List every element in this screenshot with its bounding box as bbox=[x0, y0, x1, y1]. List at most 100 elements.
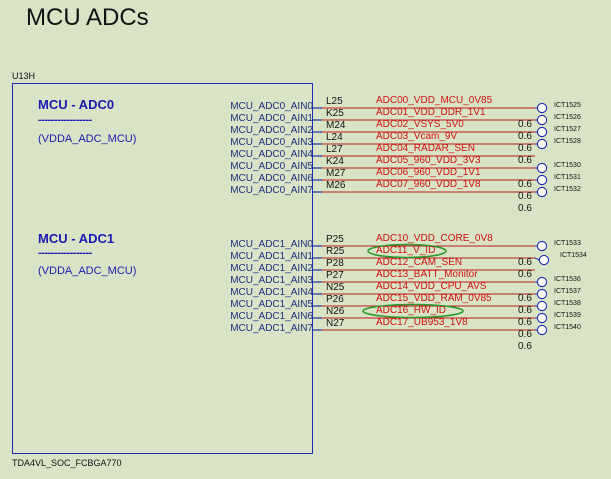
test-value: 0.6 bbox=[518, 341, 532, 352]
test-point-label: ICT1533 bbox=[554, 240, 581, 247]
pin-name: MCU_ADC1_AIN1 bbox=[230, 251, 313, 262]
test-value: 0.6 bbox=[518, 329, 532, 340]
pin-name: MCU_ADC0_AIN6 bbox=[230, 173, 313, 184]
highlight-ellipse bbox=[362, 303, 464, 319]
pin-name: MCU_ADC0_AIN2 bbox=[230, 125, 313, 136]
test-value: 0.6 bbox=[518, 131, 532, 142]
test-point-label: ICT1527 bbox=[554, 126, 581, 133]
group-heading-adc1: MCU - ADC1 bbox=[38, 231, 115, 246]
ball-number: L27 bbox=[326, 144, 343, 155]
test-point-label: ICT1537 bbox=[554, 288, 581, 295]
net-label: ADC13_BATT_Monitor bbox=[376, 269, 478, 280]
test-value: 0.6 bbox=[518, 179, 532, 190]
test-value: 0.6 bbox=[518, 293, 532, 304]
pin-name: MCU_ADC1_AIN5 bbox=[230, 299, 313, 310]
test-point-circle bbox=[536, 174, 548, 186]
test-value: 0.6 bbox=[518, 203, 532, 214]
net-label: ADC16_HW_ID bbox=[376, 305, 447, 316]
test-point-circle bbox=[536, 324, 548, 336]
page-title: MCU ADCs bbox=[26, 4, 149, 31]
net-label: ADC10_VDD_CORE_0V8 bbox=[376, 233, 493, 244]
ball-number: K25 bbox=[326, 108, 344, 119]
pin-name: MCU_ADC0_AIN4 bbox=[230, 149, 313, 160]
net-label: ADC05_960_VDD_3V3 bbox=[376, 155, 481, 166]
ball-number: K24 bbox=[326, 156, 344, 167]
test-value: 0.6 bbox=[518, 155, 532, 166]
ball-number: L25 bbox=[326, 96, 343, 107]
test-point-circle bbox=[538, 254, 550, 266]
test-point-label: ICT1540 bbox=[554, 324, 581, 331]
test-value: 0.6 bbox=[518, 269, 532, 280]
net-label: ADC02_VSYS_5V0 bbox=[376, 119, 464, 130]
test-point-label: ICT1530 bbox=[554, 162, 581, 169]
ball-number: M26 bbox=[326, 180, 346, 191]
pin-name: MCU_ADC0_AIN5 bbox=[230, 161, 313, 172]
net-label: ADC17_UB953_1V8 bbox=[376, 317, 468, 328]
net-label: ADC11_V_ID bbox=[376, 245, 436, 256]
ball-number: M27 bbox=[326, 168, 346, 179]
test-value: 0.6 bbox=[518, 317, 532, 328]
pin-name: MCU_ADC1_AIN4 bbox=[230, 287, 313, 298]
net-label: ADC06_960_VDD_1V1 bbox=[376, 167, 481, 178]
net-label: ADC04_RADAR_SEN bbox=[376, 143, 475, 154]
test-point-circle bbox=[536, 240, 548, 252]
test-point-circle bbox=[536, 162, 548, 174]
pin-name: MCU_ADC1_AIN2 bbox=[230, 263, 313, 274]
test-value: 0.6 bbox=[518, 143, 532, 154]
test-point-circle bbox=[536, 276, 548, 288]
test-point-circle bbox=[536, 102, 548, 114]
test-point-circle bbox=[536, 138, 548, 150]
ball-number: P25 bbox=[326, 234, 344, 245]
pin-name: MCU_ADC1_AIN0 bbox=[230, 239, 313, 250]
net-label: ADC12_CAM_SEN bbox=[376, 257, 463, 268]
part-number: TDA4VL_SOC_FCBGA770 bbox=[12, 458, 122, 468]
pin-name: MCU_ADC1_AIN7 bbox=[230, 323, 313, 334]
test-point-label: ICT1528 bbox=[554, 138, 581, 145]
pin-name: MCU_ADC0_AIN3 bbox=[230, 137, 313, 148]
test-point-label: ICT1532 bbox=[554, 186, 581, 193]
test-point-circle bbox=[536, 126, 548, 138]
ball-number: M24 bbox=[326, 120, 346, 131]
test-point-label: ICT1538 bbox=[554, 300, 581, 307]
test-value: 0.6 bbox=[518, 305, 532, 316]
test-point-label: ICT1531 bbox=[554, 174, 581, 181]
test-point-circle bbox=[536, 186, 548, 198]
net-label: ADC14_VDD_CPU_AVS bbox=[376, 281, 487, 292]
test-point-circle bbox=[536, 114, 548, 126]
net-label: ADC00_VDD_MCU_0V85 bbox=[376, 95, 493, 106]
group-separator-adc0: ----------------- bbox=[38, 114, 92, 126]
test-point-lead bbox=[534, 257, 540, 261]
component-body bbox=[12, 83, 313, 454]
ball-number: N26 bbox=[326, 306, 345, 317]
pin-name: MCU_ADC1_AIN6 bbox=[230, 311, 313, 322]
test-point-label: ICT1534 bbox=[560, 252, 587, 259]
test-point-label: ICT1525 bbox=[554, 102, 581, 109]
test-point-label: ICT1536 bbox=[554, 276, 581, 283]
highlight-ellipse bbox=[367, 243, 447, 259]
ball-number: P28 bbox=[326, 258, 344, 269]
test-point-circle bbox=[536, 288, 548, 300]
test-point-circle bbox=[536, 300, 548, 312]
group-supply-adc1: (VDDA_ADC_MCU) bbox=[38, 265, 137, 277]
group-separator-adc1: ----------------- bbox=[38, 247, 92, 259]
net-label: ADC01_VDD_DDR_1V1 bbox=[376, 107, 486, 118]
group-supply-adc0: (VDDA_ADC_MCU) bbox=[38, 133, 137, 145]
ball-number: L24 bbox=[326, 132, 343, 143]
test-value: 0.6 bbox=[518, 191, 532, 202]
net-label: ADC15_VDD_RAM_0V85 bbox=[376, 293, 492, 304]
ball-number: P27 bbox=[326, 270, 344, 281]
pin-name: MCU_ADC0_AIN7 bbox=[230, 185, 313, 196]
test-point-label: ICT1539 bbox=[554, 312, 581, 319]
ball-number: P26 bbox=[326, 294, 344, 305]
pin-name: MCU_ADC0_AIN1 bbox=[230, 113, 313, 124]
reference-designator: U13H bbox=[12, 71, 36, 81]
test-point-label: ICT1526 bbox=[554, 114, 581, 121]
net-label: ADC03_Vcam_9V bbox=[376, 131, 458, 142]
test-value: 0.6 bbox=[518, 257, 532, 268]
test-value: 0.6 bbox=[518, 119, 532, 130]
pin-name: MCU_ADC1_AIN3 bbox=[230, 275, 313, 286]
ball-number: N27 bbox=[326, 318, 345, 329]
net-label: ADC07_960_VDD_1V8 bbox=[376, 179, 481, 190]
